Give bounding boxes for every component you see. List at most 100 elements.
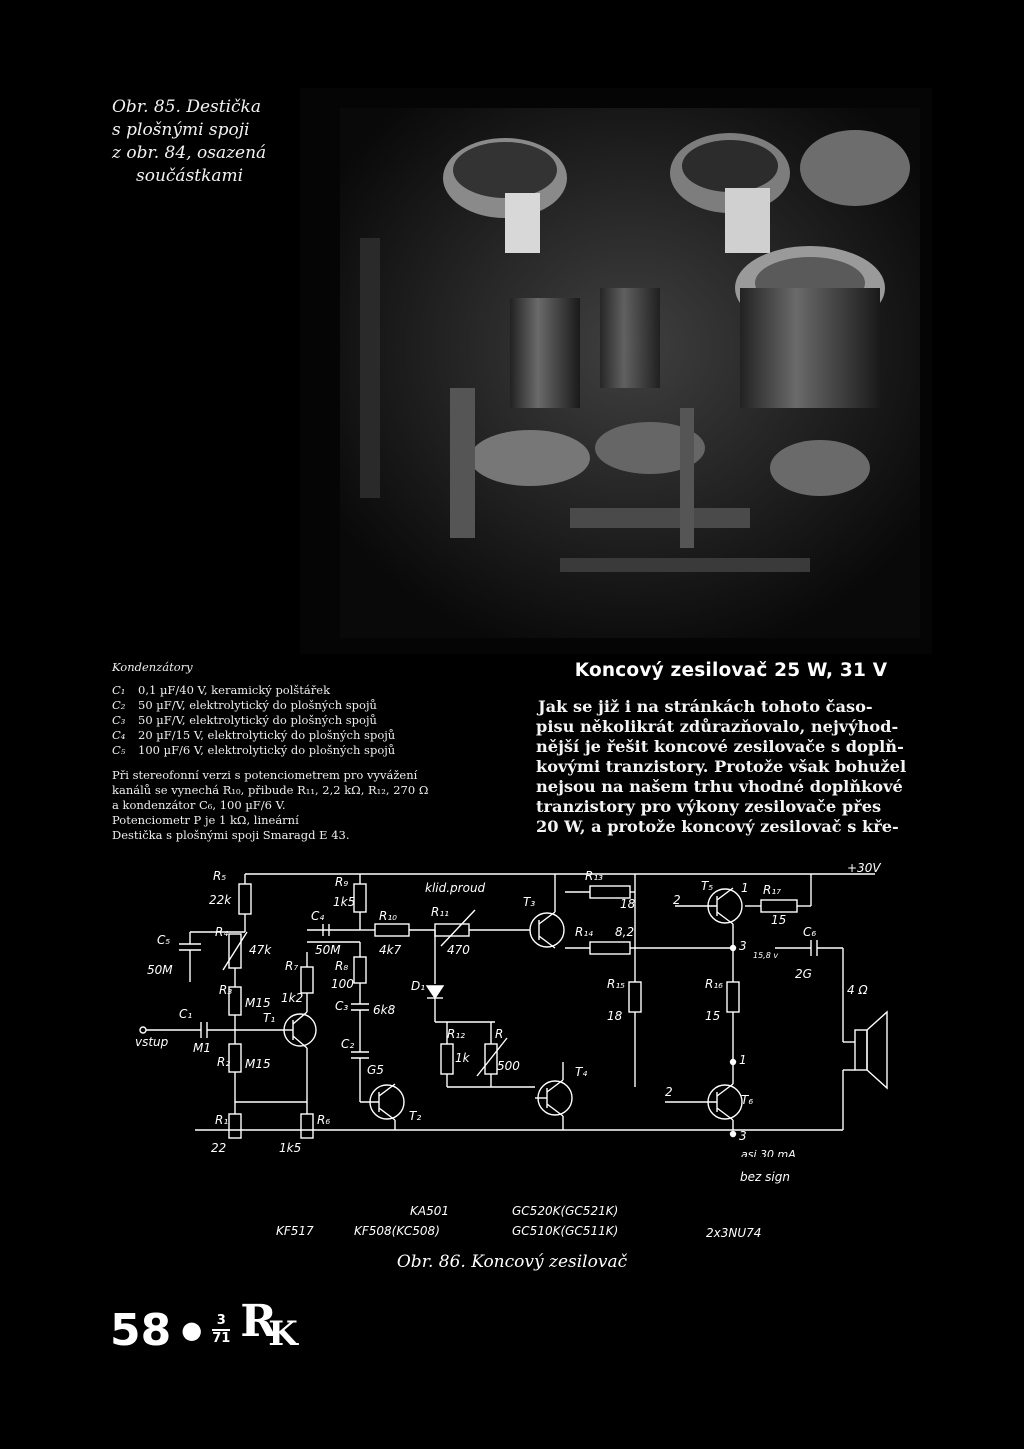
component-label: KA501 [410,1204,449,1218]
magazine-logo: R K [240,1296,298,1354]
figure-86-caption: Obr. 86. Koncový zesilovač [396,1252,628,1272]
caption-line: Obr. 85. Destička [112,97,261,117]
resistor-r5 [238,883,252,915]
svg-text:T₃: T₃ [523,895,535,909]
article-line: nejsou na našem trhu vhodné doplňkové [536,777,903,796]
resistor-r8 [353,956,367,984]
svg-text:klid.proud: klid.proud [425,881,486,895]
svg-text:3: 3 [739,1129,747,1143]
svg-text:18: 18 [620,897,636,911]
svg-text:T₄: T₄ [575,1065,587,1079]
svg-text:8,2: 8,2 [615,925,634,939]
article: Koncový zesilovač 25 W, 31 V Jak se již … [536,660,926,837]
article-line: Jak se již i na stránkách tohoto časo- [538,697,873,716]
svg-text:6k8: 6k8 [373,1003,396,1017]
svg-text:18: 18 [607,1009,623,1023]
svg-text:D₁: D₁ [411,979,425,993]
svg-text:C₃: C₃ [335,999,348,1013]
issue-number: 3 71 [212,1313,231,1346]
transistor-t1 [283,1013,317,1047]
svg-text:R₁₇: R₁₇ [763,883,781,897]
svg-text:R: R [495,1027,503,1041]
svg-text:R₁₄: R₁₄ [575,925,593,939]
note-line: Při stereofonní verzi s potenciometrem p… [112,768,418,782]
caption-line: s plošnými spoji [112,120,250,140]
parts-heading: Kondenzátory [112,660,193,674]
svg-text:50M: 50M [315,943,341,957]
svg-text:3: 3 [739,939,747,953]
svg-text:R₁: R₁ [215,1113,228,1127]
resistor-r7 [300,966,314,994]
article-line: 20 W, a protože koncový zesilovač s kře- [536,817,899,836]
svg-text:500: 500 [497,1059,520,1073]
svg-text:1k5: 1k5 [279,1141,301,1155]
svg-text:R₅: R₅ [213,869,226,883]
article-line: tranzistory pro výkony zesilovače přes [536,797,882,816]
svg-text:T₅: T₅ [701,879,713,893]
svg-text:15,8 v: 15,8 v [753,951,778,960]
svg-text:1: 1 [741,881,749,895]
svg-text:22k: 22k [209,893,232,907]
svg-text:15: 15 [771,913,786,927]
component-label: GC520K(GC521K) [512,1204,619,1218]
svg-text:R₁₃: R₁₃ [585,869,603,883]
note-line: a kondenzátor C₆, 100 µF/6 V. [112,798,286,812]
svg-text:2: 2 [673,893,681,907]
svg-text:R₉: R₉ [335,875,348,889]
svg-text:T₆: T₆ [741,1093,753,1107]
page-footer: 58 ● 3 71 R K [110,1296,300,1360]
svg-text:T₁: T₁ [263,1011,275,1025]
svg-text:R₇: R₇ [285,959,298,973]
svg-text:2G: 2G [795,967,812,981]
resistor-r10 [374,923,410,937]
svg-text:C₆: C₆ [803,925,816,939]
supply-label: +30V [847,862,881,875]
resistor-r9 [353,883,367,913]
component-label: GC510K(GC511K) [512,1224,619,1238]
note-line: Potenciometr P je 1 kΩ, lineární [112,813,299,827]
bullet: ● [181,1316,203,1344]
svg-text:M15: M15 [245,996,271,1010]
svg-text:asi 30 mA: asi 30 mA [741,1148,796,1157]
svg-text:1k2: 1k2 [281,991,303,1005]
svg-text:C₁: C₁ [179,1007,192,1021]
svg-text:4 Ω: 4 Ω [847,983,868,997]
svg-text:R₁₅: R₁₅ [607,977,625,991]
svg-text:G5: G5 [367,1063,384,1077]
bias-note: bez sign [740,1170,790,1184]
svg-text:4k7: 4k7 [379,943,402,957]
resistor-r14 [589,941,631,955]
caption-line: součástkami [136,166,244,186]
caption-line: z obr. 84, osazená [112,143,267,163]
svg-text:M15: M15 [245,1057,271,1071]
svg-text:R₁₁: R₁₁ [431,905,449,919]
svg-text:R₃: R₃ [219,983,232,997]
svg-text:470: 470 [447,943,470,957]
resistor-r17 [760,899,798,913]
svg-text:T₂: T₂ [409,1109,421,1123]
svg-text:M1: M1 [193,1041,211,1055]
figure-85-caption: Obr. 85. Destička s plošnými spoji z obr… [112,96,297,188]
svg-text:2: 2 [665,1085,673,1099]
svg-text:C₄: C₄ [311,909,324,923]
svg-text:C₂: C₂ [341,1037,354,1051]
article-title: Koncový zesilovač 25 W, 31 V [574,660,888,681]
svg-text:vstup: vstup [135,1035,169,1049]
svg-text:R₄: R₄ [215,925,228,939]
component-label: KF508(KC508) [354,1224,440,1238]
svg-text:R₂: R₂ [217,1055,230,1069]
note-line: kanálů se vynechá R₁₀, přibude R₁₁, 2,2 … [112,783,429,797]
svg-text:1k5: 1k5 [333,895,355,909]
article-line: pisu několikrát zdůrazňovalo, nejvýhod- [536,717,899,736]
transistor-t3 [529,912,565,948]
svg-text:1: 1 [739,1053,747,1067]
article-line: kovými tranzistory. Protože však bohužel [536,757,907,776]
svg-text:100: 100 [331,977,354,991]
svg-text:C₅: C₅ [157,933,170,947]
